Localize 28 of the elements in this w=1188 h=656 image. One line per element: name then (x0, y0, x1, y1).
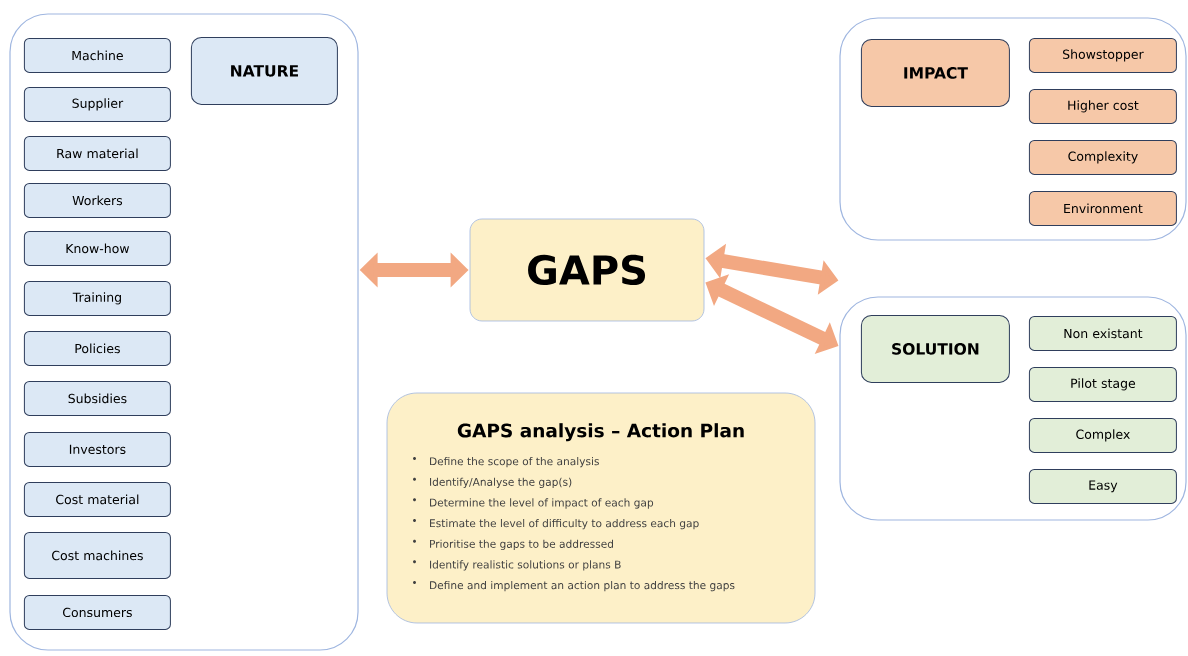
item-box: Machine (23, 37, 171, 73)
item-box: Workers (23, 182, 171, 218)
category-box: IMPACT (860, 38, 1010, 107)
item-box: Pilot stage (1028, 366, 1177, 402)
item-box: Policies (23, 330, 171, 366)
category-box: SOLUTION (860, 314, 1010, 383)
item-box: Supplier (23, 86, 171, 122)
item-box: Complex (1028, 417, 1177, 453)
item-box: Showstopper (1028, 37, 1177, 73)
item-box: Non existant (1028, 315, 1177, 351)
item-box: Cost material (23, 481, 171, 517)
item-box: Easy (1028, 468, 1177, 504)
item-box: Cost machines (23, 531, 171, 579)
panel-box (839, 296, 1187, 521)
item-box: Training (23, 280, 171, 316)
central-box: GAPS (469, 218, 705, 322)
category-box: NATURE (190, 36, 338, 105)
item-box: Higher cost (1028, 88, 1177, 124)
item-box: Subsidies (23, 380, 171, 416)
item-box: Know-how (23, 230, 171, 266)
panel-box (839, 17, 1187, 241)
item-box: Environment (1028, 190, 1177, 226)
action-plan-box: GAPS analysis – Action Plan Define the scope of the analysis Identify/Analyse the gap(s) Determine the level of impact of each gap Estimate the level of difficulty to address each gap Prioritise the gaps to be addressed Identify realistic solutions or plans B Define and implement an action plan to address the gaps (386, 392, 816, 624)
item-box: Consumers (23, 594, 171, 630)
panel-box (9, 13, 359, 651)
item-box: Investors (23, 431, 171, 467)
item-box: Raw material (23, 135, 171, 171)
item-box: Complexity (1028, 139, 1177, 175)
